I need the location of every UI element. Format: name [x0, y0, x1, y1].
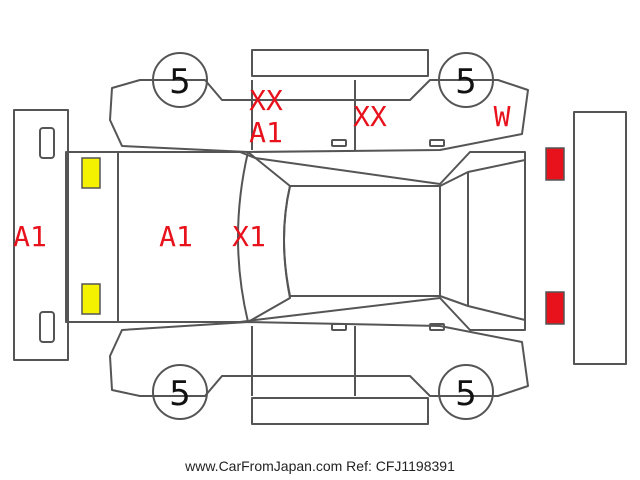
tire-rear-right [438, 364, 494, 420]
rear-lamp-top [545, 147, 565, 181]
rear-bumper [573, 111, 627, 365]
tailgate-line-2 [467, 305, 526, 321]
front-bumper [13, 109, 69, 361]
tire-front-right-label: 5 [169, 374, 191, 414]
front-lamp-top [81, 157, 101, 189]
tire-rear-left [438, 52, 494, 108]
tire-front-right [152, 364, 208, 420]
upper-side-body [109, 79, 529, 153]
tire-front-left [152, 52, 208, 108]
lower-front-door-handle [331, 323, 347, 331]
mark-rear-door: XX [353, 100, 387, 133]
mark-front-door-line1: XX [249, 84, 283, 117]
front-lamp-bottom [81, 283, 101, 315]
footer-site: www.CarFromJapan.com [185, 458, 343, 474]
car-outline [13, 49, 627, 425]
footer-ref: Ref: CFJ1198391 [346, 458, 455, 474]
tire-front-left-label: 5 [169, 62, 191, 102]
footer-watermark: www.CarFromJapan.com Ref: CFJ1198391 [0, 458, 640, 474]
tailgate-line [467, 159, 526, 173]
roof [283, 185, 441, 297]
mark-front-door-line2: A1 [249, 116, 283, 149]
mark-front-bumper: A1 [13, 220, 47, 253]
upper-sill [251, 49, 429, 77]
mark-hood: A1 [159, 220, 193, 253]
lower-rear-door-handle [429, 323, 445, 331]
mark-rear-quarter: W [494, 100, 511, 133]
mark-windshield: X1 [232, 220, 266, 253]
upper-front-door-handle [331, 139, 347, 147]
front-bumper-left-tab [39, 127, 55, 159]
upper-rear-door-handle [429, 139, 445, 147]
front-bumper-right-tab [39, 311, 55, 343]
tire-rear-right-label: 5 [455, 374, 477, 414]
tire-rear-left-label: 5 [455, 62, 477, 102]
rear-window [439, 171, 469, 307]
rear-lamp-bottom [545, 291, 565, 325]
lower-sill [251, 397, 429, 425]
